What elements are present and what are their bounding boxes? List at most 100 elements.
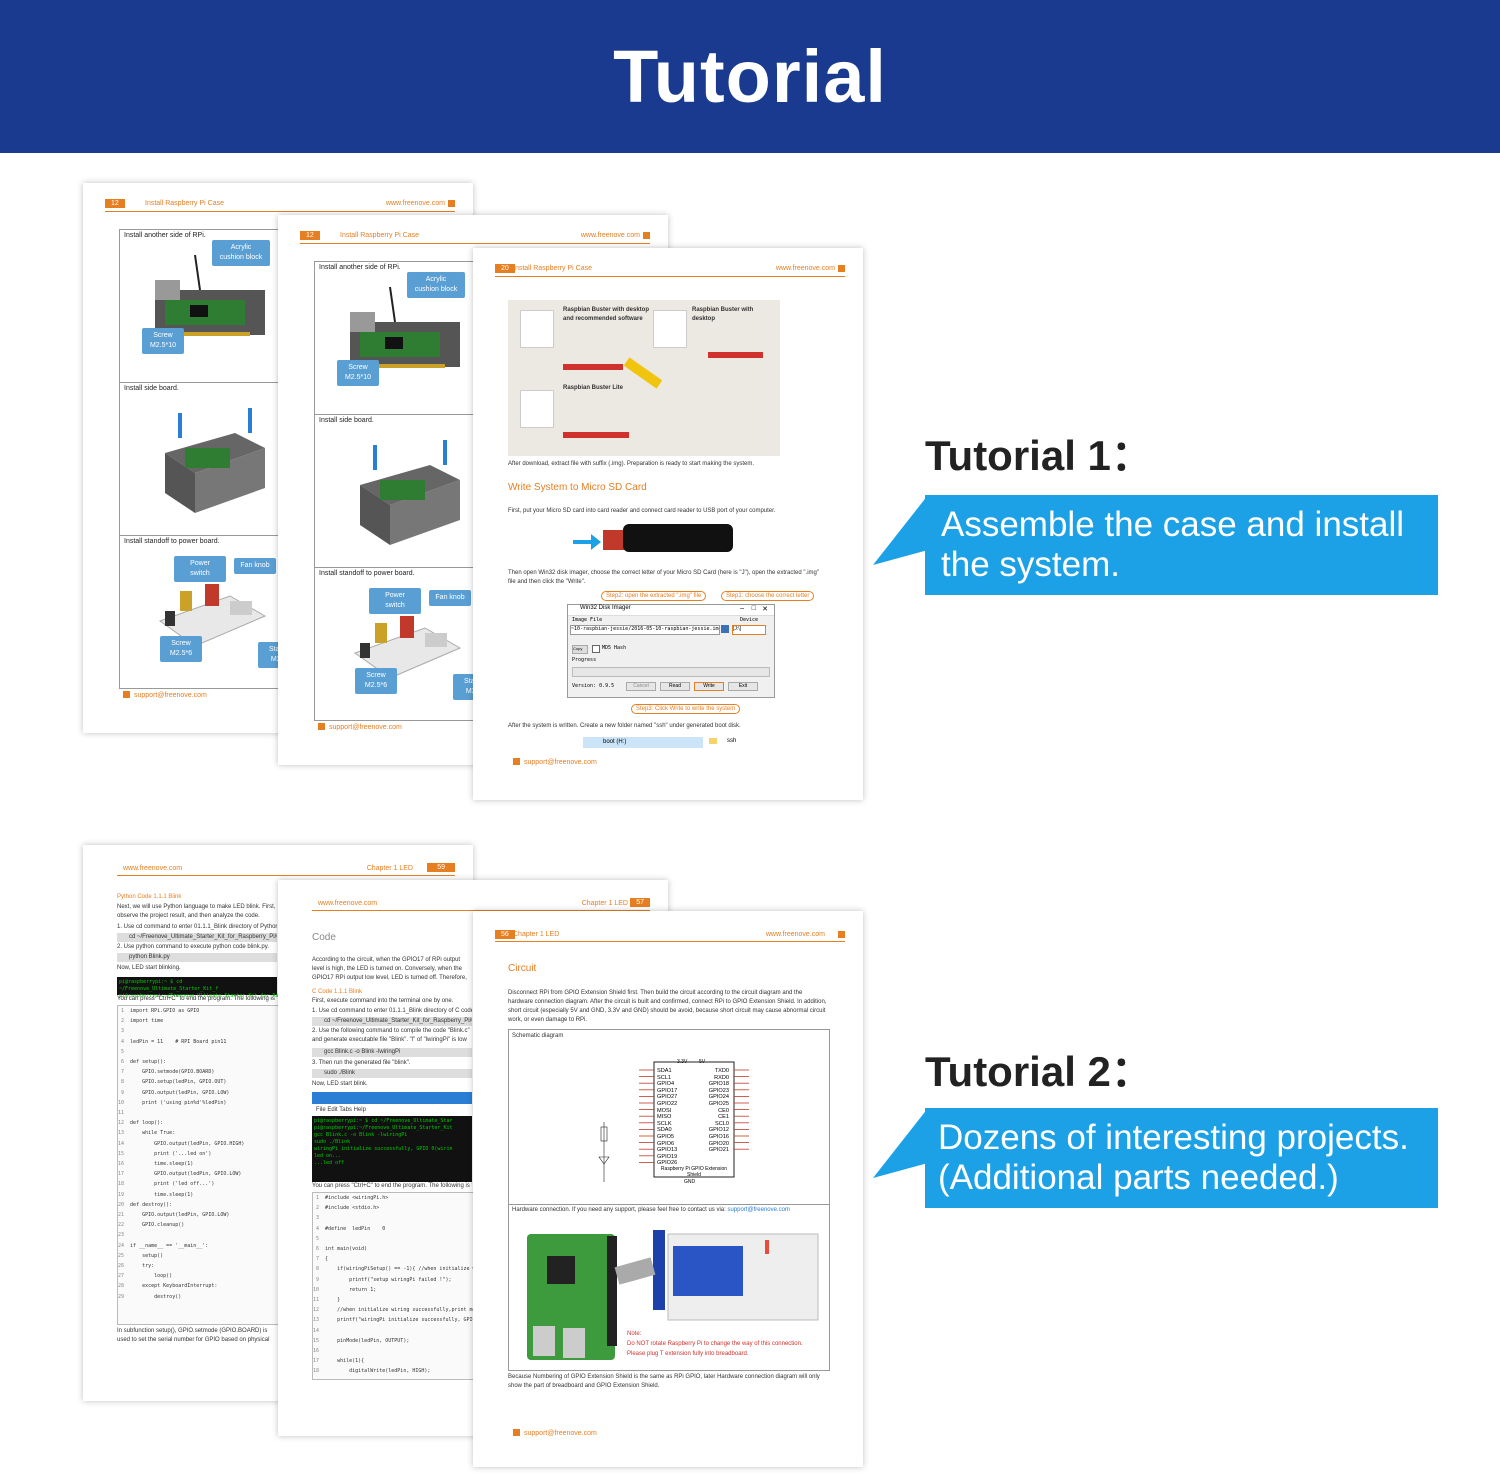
gpio-pin-label: GPIO22 — [657, 1100, 678, 1107]
code-line: 29 destroy() — [118, 1293, 182, 1300]
buster-lite-title: Raspbian Buster Lite — [563, 385, 624, 391]
buster-desktop-title: Raspbian Buster with desktop — [692, 307, 754, 322]
c-cmd1: cd ~/Freenove_Ultimate_Starter_Kit_for_R… — [312, 1017, 472, 1026]
buster-full-title: Raspbian Buster with desktop and recomme… — [563, 307, 650, 322]
code-line: 8 GPIO.setup(ledPin, GPIO.OUT) — [118, 1079, 227, 1086]
code-line: 19 time.sleep(1) — [118, 1191, 194, 1198]
circuit-page: 56 Chapter 1 LED www.freenove.com Circui… — [473, 911, 863, 1467]
callout-screw: Screw M2.5*10 — [142, 328, 184, 354]
write-heading: Write System to Micro SD Card — [508, 482, 647, 493]
note-line-1: Do NOT rotate Raspberry Pi to change the… — [627, 1341, 803, 1347]
ctrl-c-text: You can press "Ctrl+C" to end the progra… — [117, 996, 277, 1002]
c-first-text: First, execute command into the terminal… — [312, 998, 454, 1004]
c-step3: 3. Then run the generated file "blink". — [312, 1060, 411, 1066]
v33-label: 3.3V — [677, 1059, 688, 1065]
tutorial1-description: Assemble the case and install the system… — [925, 495, 1438, 595]
case-side-image — [360, 440, 460, 545]
callout-fan-knob: Fan knob — [234, 558, 276, 574]
schematic-diagram — [598, 1061, 749, 1182]
circuit-heading: Circuit — [508, 963, 537, 974]
chapter-label: Chapter 1 LED — [366, 865, 413, 872]
card-reader-image — [573, 524, 733, 552]
boot-drive: boot (H:) — [583, 737, 703, 748]
gpio-pin-label: GPIO19 — [657, 1153, 678, 1160]
code-line: 7 { — [313, 1256, 329, 1263]
code-line: 18 print ('led off...') — [118, 1181, 215, 1188]
code-line: 18 digitalWrite(ledPin, HIGH); — [313, 1368, 431, 1375]
code-line: 26 try: — [118, 1263, 155, 1270]
code-line: 16 time.sleep(1) — [118, 1161, 194, 1168]
ssh-folder: ssh — [709, 738, 736, 744]
md5-checkbox[interactable] — [592, 645, 600, 653]
steps-table: Install another side of RPi. Acrylic cus… — [314, 261, 632, 721]
v5-label: 5V — [699, 1059, 706, 1065]
page-number: 12 — [105, 199, 125, 208]
python-code-block: 1 import RPi.GPIO as GPIO 2 import time … — [117, 1005, 279, 1325]
step-caption: Install another side of RPi. — [124, 232, 206, 239]
copy-button[interactable]: Copy — [572, 645, 588, 654]
exit-button[interactable]: Exit — [728, 682, 758, 691]
step2-callout: Step2: open the extracted ".img" file — [601, 591, 707, 601]
bubble-pointer-1 — [873, 495, 928, 565]
tutorial2-description: Dozens of interesting projects. (Additio… — [925, 1108, 1438, 1208]
device-select[interactable]: [J:\] — [732, 625, 766, 635]
page-footer: support@freenove.com — [318, 723, 402, 731]
read-button[interactable]: Read — [660, 682, 690, 691]
gpio-pin-label: GPIO4 — [657, 1081, 675, 1088]
code-line: 3 — [313, 1215, 326, 1222]
code-line: 28 except KeyboardInterrupt: — [118, 1283, 218, 1290]
code-line: 7 GPIO.setmode(GPIO.BOARD) — [118, 1069, 215, 1076]
code-title: Python Code 1.1.1 Blink — [117, 894, 182, 900]
gnd-label: GND — [684, 1179, 696, 1185]
gpio-pin-label: GPIO16 — [708, 1133, 729, 1140]
gpio-pin-label: SDA1 — [657, 1068, 672, 1074]
code-line: 9 printf("setup wiringPi failed !"); — [313, 1276, 452, 1283]
code-line: 12 //when initialize wiring successfully… — [313, 1307, 473, 1314]
page-header: 12 Install Raspberry Pi Case www.freenov… — [278, 231, 668, 244]
callout-acrylic: Acrylic cushion block — [407, 272, 465, 298]
code-line: 24 if __name__ == '__main__': — [118, 1242, 209, 1249]
callout-acrylic: Acrylic cushion block — [212, 240, 270, 266]
after-written-text: After the system is written. Create a ne… — [508, 723, 741, 729]
power-board-image — [158, 584, 267, 647]
cancel-button[interactable]: Cancel — [626, 682, 656, 691]
c-step1: 1. Use cd command to enter 01.1.1_Blink … — [312, 1008, 472, 1014]
progress-label: Progress — [572, 657, 597, 663]
code-line: 5 — [118, 1048, 131, 1055]
gpio-pin-label: GPIO21 — [708, 1147, 729, 1154]
code-line: 5 — [313, 1235, 326, 1242]
page-footer: support@freenove.com — [123, 691, 207, 699]
chapter-label: Chapter 1 LED — [581, 900, 628, 907]
rpi-case-image — [350, 286, 460, 368]
intro-text: Next, we will use Python language to mak… — [117, 904, 276, 919]
cmd2: python Blink.py — [117, 953, 277, 962]
maximize-icon[interactable]: □ — [751, 605, 756, 612]
schematic-label: Schematic diagram — [512, 1033, 564, 1039]
folder-icon[interactable] — [721, 625, 729, 633]
cmd1: cd ~/Freenove_Ultimate_Starter_Kit_for_R… — [117, 933, 277, 942]
terminal-menu[interactable]: File Edit Tabs Help — [316, 1107, 366, 1113]
gpio-pin-label: GPIO18 — [708, 1081, 729, 1088]
section-title: Install Raspberry Pi Case — [340, 232, 419, 239]
section-title: Install Raspberry Pi Case — [145, 200, 224, 207]
step3-callout: Step3: Click Write to write the system — [631, 704, 741, 714]
code-heading: Code — [312, 932, 336, 943]
image-file-input[interactable]: ~10-raspbian-jessie/2016-05-10-raspbian-… — [570, 625, 720, 635]
callout-fan-knob: Fan knob — [429, 590, 471, 606]
code-line: 17 while(1){ — [313, 1358, 365, 1365]
gpio-pin-label: GPIO6 — [657, 1140, 675, 1147]
close-icon[interactable]: ✕ — [762, 606, 768, 613]
terminal-titlebar — [312, 1092, 472, 1104]
code-line: 17 GPIO.output(ledPin, GPIO.LOW) — [118, 1171, 242, 1178]
code-line: 1 #include <wiringPi.h> — [313, 1195, 389, 1201]
write-button[interactable]: Write — [694, 682, 724, 691]
code-line: 22 GPIO.cleanup() — [118, 1222, 185, 1229]
outro-text: In subfunction setup(), GPIO.setmode (GP… — [117, 1328, 270, 1343]
support-link[interactable]: support@freenove.com — [727, 1207, 790, 1213]
gpio-pin-label: GPIO24 — [708, 1094, 729, 1101]
device-label: Device — [739, 617, 758, 623]
minimize-icon[interactable]: – — [740, 605, 744, 612]
c-step2: 2. Use the following command to compile … — [312, 1028, 470, 1043]
